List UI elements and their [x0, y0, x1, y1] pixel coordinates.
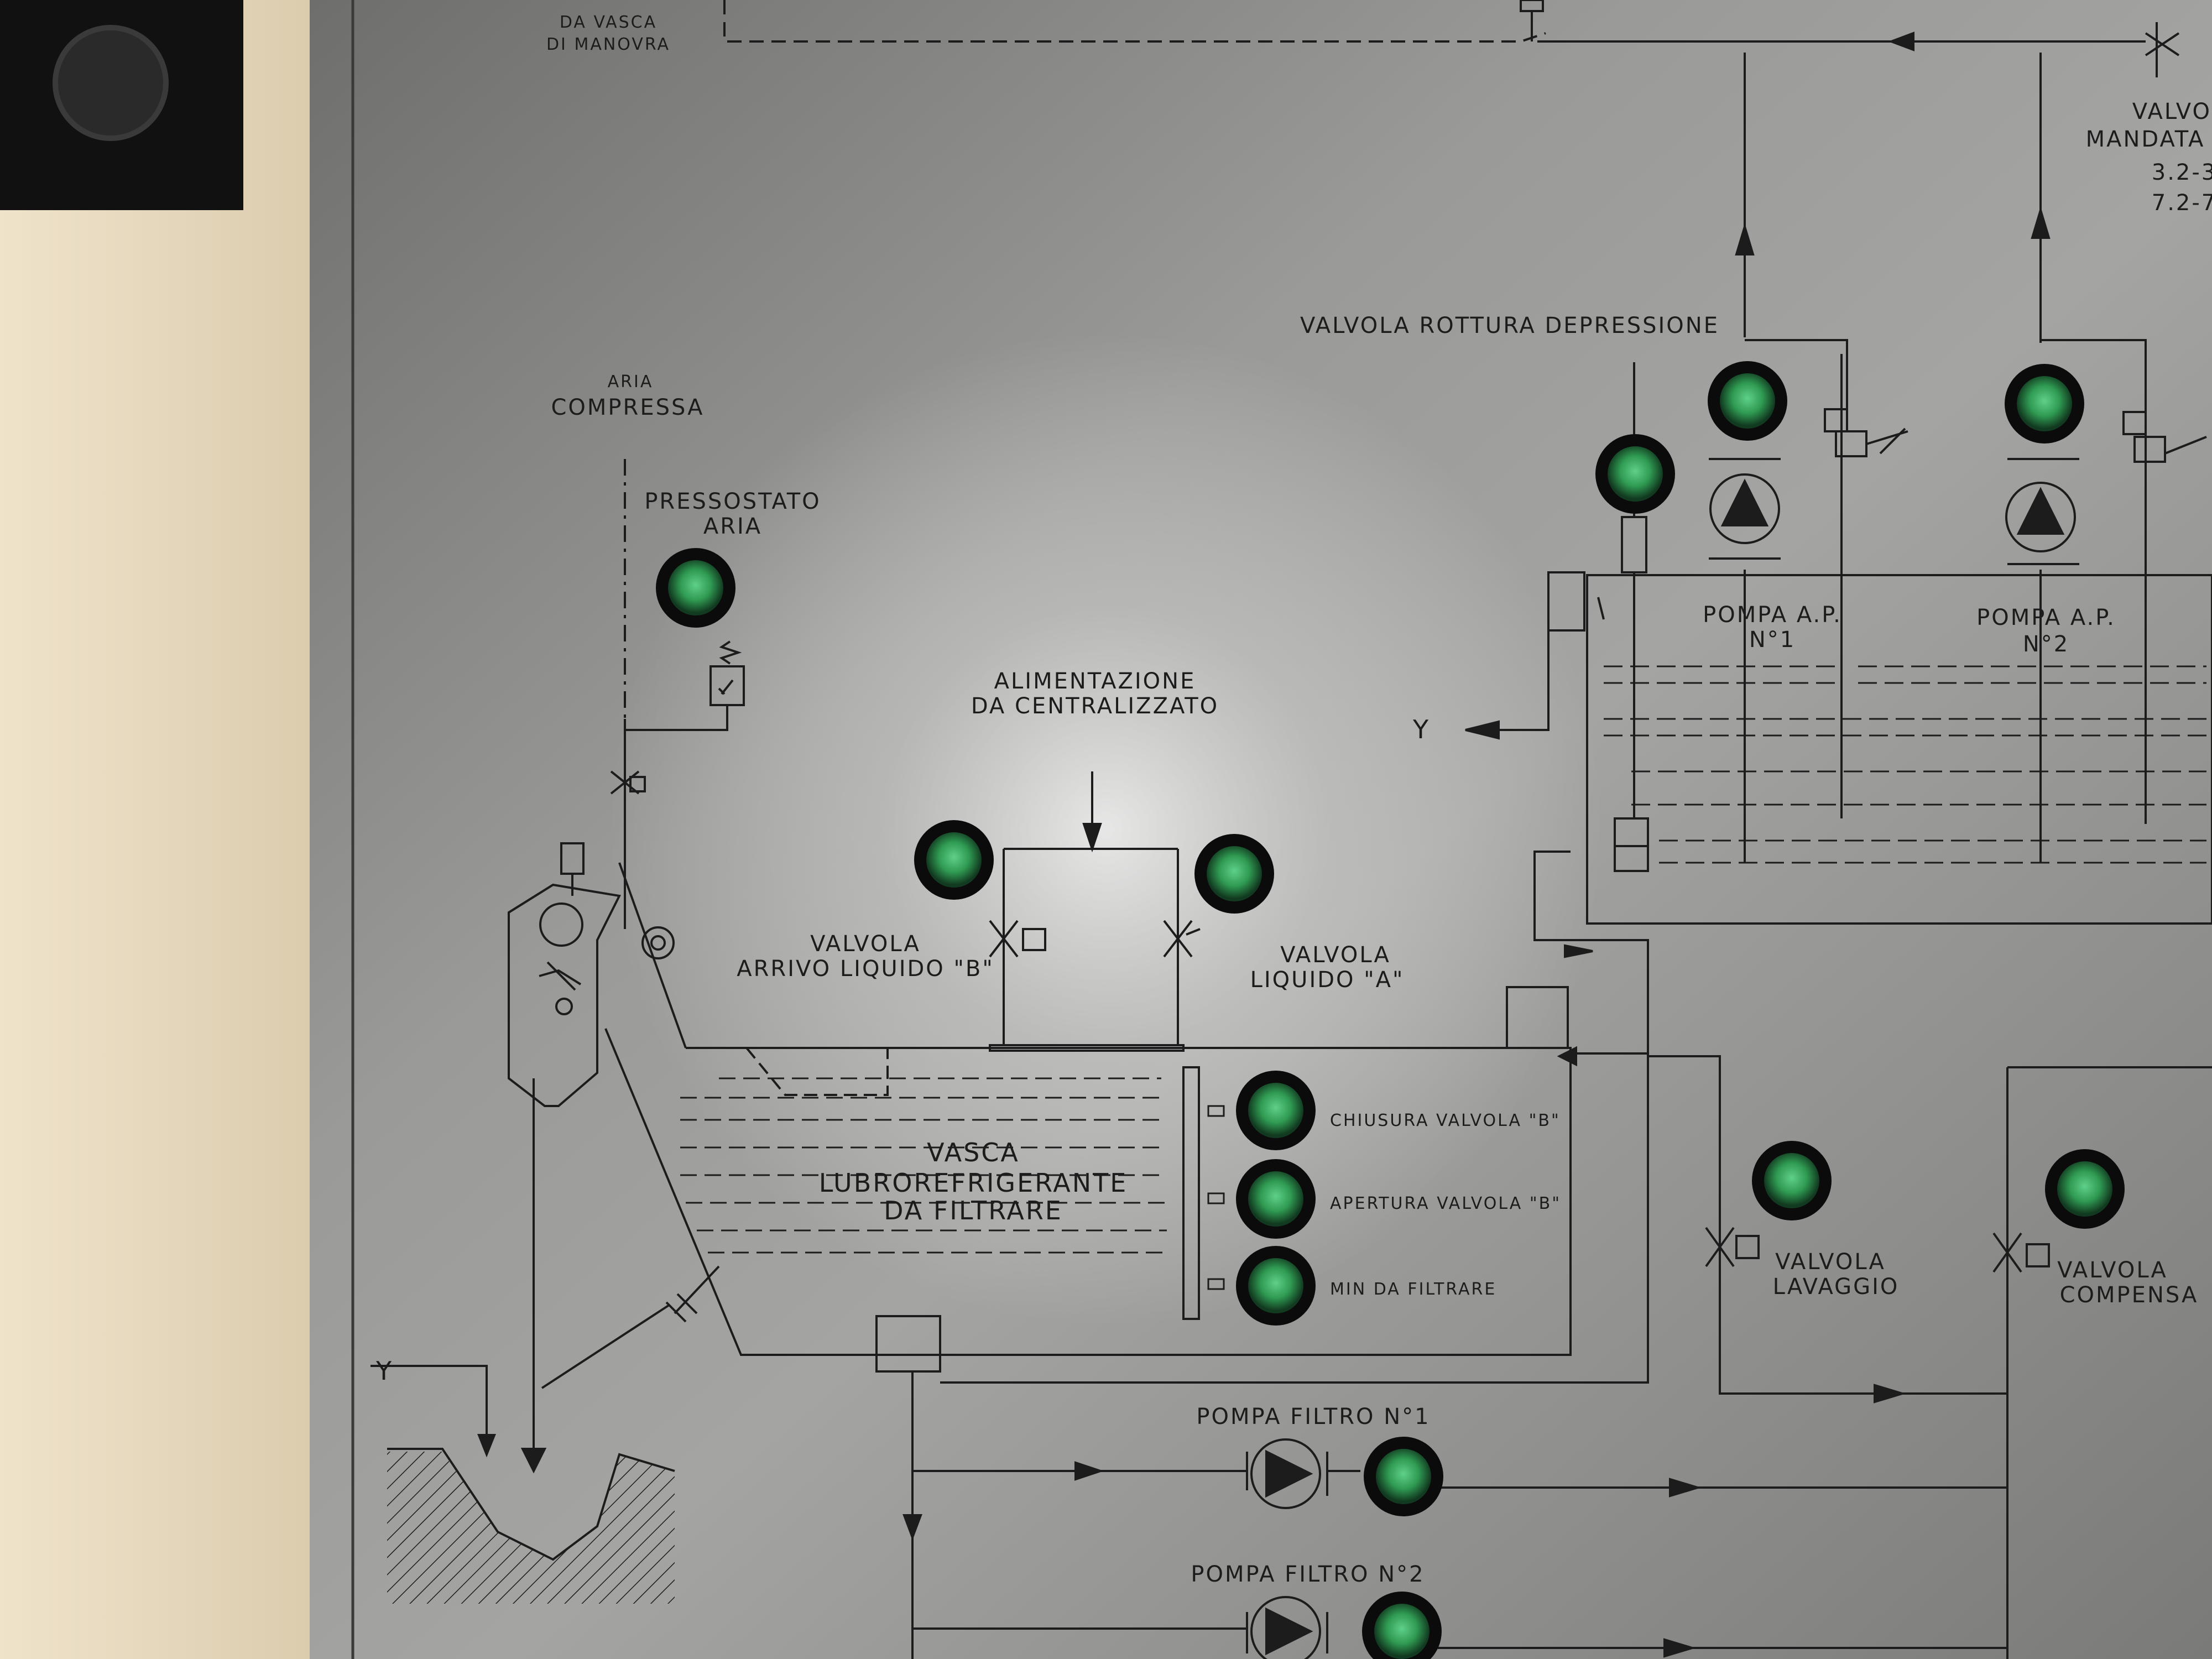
label-vasca-2: LUBROREFRIGERANTE [819, 1168, 1128, 1198]
label-valvola-mandata-3: 3.2-3 [2152, 160, 2212, 185]
label-pompa-ap1-1: POMPA A.P. [1703, 602, 1842, 628]
label-alimentazione-1: ALIMENTAZIONE [994, 669, 1196, 694]
label-pompa-ap2-1: POMPA A.P. [1976, 605, 2116, 630]
label-aria-2: COMPRESSA [551, 395, 705, 420]
schematic-lines [371, 0, 2212, 1659]
indicator-pressostato-aria [656, 548, 735, 628]
indicator-pompa-filtro-2 [1362, 1592, 1442, 1659]
label-vasca-3: DA FILTRARE [884, 1196, 1063, 1225]
label-valvola-b-2: ARRIVO LIQUIDO "B" [737, 956, 994, 982]
wall-knob [53, 25, 169, 141]
label-pompa-filtro-1: POMPA FILTRO N°1 [1196, 1404, 1430, 1430]
indicator-valvola-compensa [2045, 1149, 2125, 1229]
label-valvola-mandata-1: VALVOL [2132, 99, 2212, 124]
indicator-pompa-filtro-1 [1364, 1437, 1443, 1516]
label-valvola-comp-1: VALVOLA [2057, 1258, 2168, 1283]
indicator-pompa-ap2 [2005, 364, 2084, 444]
label-chiusura: CHIUSURA VALVOLA "B" [1330, 1111, 1561, 1130]
indicator-chiusura-valvola-b [1236, 1071, 1316, 1150]
label-valvola-mandata-2: MANDATA L [2086, 127, 2212, 152]
label-valvola-rottura: VALVOLA ROTTURA DEPRESSIONE [1300, 313, 1719, 338]
label-pompa-filtro-2: POMPA FILTRO N°2 [1191, 1562, 1425, 1587]
indicator-valvola-lavaggio [1752, 1141, 1832, 1220]
label-pompa-ap1-2: N°1 [1749, 627, 1796, 653]
label-apertura: APERTURA VALVOLA "B" [1330, 1194, 1561, 1213]
label-da-vasca-1: DA VASCA [560, 13, 657, 32]
label-valvola-a-2: LIQUIDO "A" [1250, 967, 1405, 993]
label-pressostato-1: PRESSOSTATO [644, 489, 821, 514]
indicator-valvola-a [1194, 834, 1274, 914]
label-valvola-b-1: VALVOLA [810, 931, 921, 957]
label-valvola-lavaggio-1: VALVOLA [1775, 1249, 1886, 1275]
indicator-valvola-b [914, 820, 994, 900]
wall [0, 0, 354, 1659]
indicator-lamps [656, 361, 2125, 1659]
indicator-apertura-valvola-b [1236, 1159, 1316, 1239]
panel-labels: DA VASCA DI MANOVRA ARIA COMPRESSA PRESS… [375, 13, 2212, 1587]
label-valvola-lavaggio-2: LAVAGGIO [1773, 1274, 1900, 1300]
label-y-left: Y [375, 1356, 393, 1386]
label-da-vasca-2: DI MANOVRA [546, 35, 670, 54]
label-vasca-1: VASCA [927, 1138, 1020, 1167]
label-valvola-mandata-4: 7.2-7 [2152, 190, 2212, 216]
label-aria-1: ARIA [608, 372, 654, 392]
label-y-right: Y [1412, 714, 1430, 744]
indicator-pompa-ap1 [1708, 361, 1787, 441]
label-valvola-comp-2: COMPENSA [2060, 1282, 2199, 1308]
label-min-filtrare: MIN DA FILTRARE [1330, 1280, 1496, 1299]
indicator-min-da-filtrare [1236, 1246, 1316, 1326]
label-alimentazione-2: DA CENTRALIZZATO [971, 693, 1219, 719]
label-valvola-a-1: VALVOLA [1280, 942, 1391, 968]
label-pressostato-2: ARIA [703, 514, 762, 539]
indicator-valvola-rottura [1595, 434, 1675, 514]
label-pompa-ap2-2: N°2 [2023, 632, 2069, 657]
